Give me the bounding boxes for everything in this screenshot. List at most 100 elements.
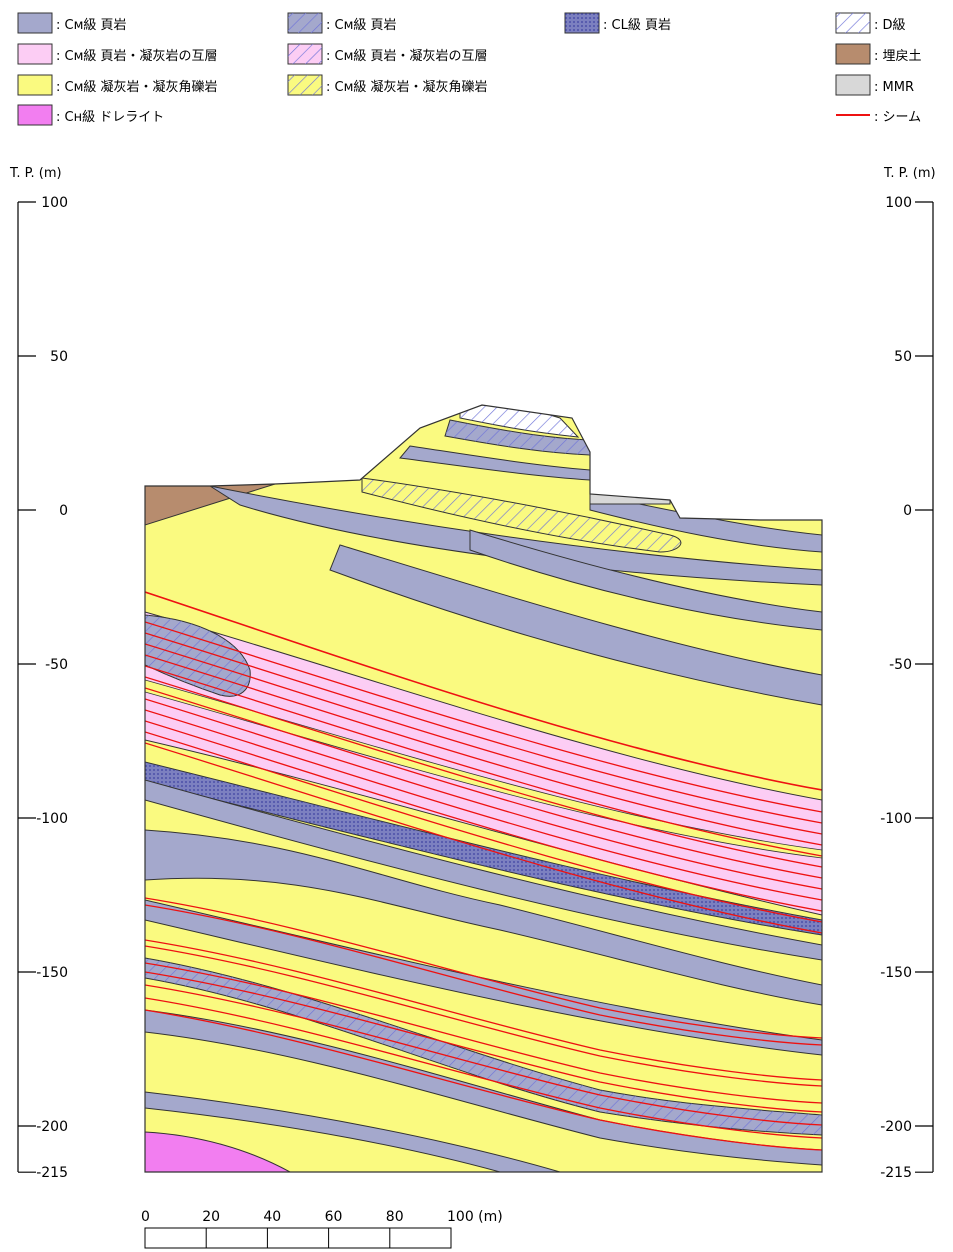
scale-tick-label: 40	[263, 1209, 281, 1225]
scale-bar-frame	[144, 1227, 452, 1249]
shale-band-2	[589, 493, 822, 553]
legend-item-cm-shale: : Cм級 頁岩	[17, 12, 127, 34]
seam-line	[145, 643, 822, 835]
axis-tick-label: -215	[36, 1165, 68, 1181]
hatched-tuff-lens	[361, 477, 682, 553]
scale-tick-label: 60	[325, 1209, 343, 1225]
axis-tick-label: -50	[889, 657, 912, 673]
axis-unit-label: T. P. (m)	[9, 166, 62, 181]
axis-tick-label: 0	[903, 503, 912, 519]
seam-line	[145, 676, 822, 868]
seam-line	[145, 971, 822, 1113]
legend-item-mmr: : MMR	[835, 74, 914, 96]
hatched-shale-lens-hatch	[145, 615, 251, 697]
swatch-hatch	[836, 13, 870, 33]
legend-item-fill-soil: : 埋戻土	[835, 43, 922, 65]
axis-tick-label: 50	[894, 349, 912, 365]
seam-group-middle	[145, 621, 822, 934]
scale-tick-label: 20	[202, 1209, 220, 1225]
legend-item-cm2-tuff-breccia: : Cм級 凝灰岩・凝灰角礫岩	[287, 74, 488, 96]
legend-label: : Cм級 頁岩	[326, 18, 397, 33]
axis-tick-label: -200	[880, 1119, 912, 1135]
axis-tick-label: 100	[41, 195, 68, 211]
swatch-mmr	[835, 74, 871, 96]
seam-line	[145, 698, 822, 890]
legend-label: : CL級 頁岩	[603, 18, 671, 33]
legend-item-cm2-shale-tuff-alt: : Cм級 頁岩・凝灰岩の互層	[287, 43, 488, 65]
swatch-hatch	[288, 13, 322, 33]
scale-dividers	[205, 1228, 391, 1248]
shale-band-mound-hatch	[445, 420, 590, 455]
seam-line	[145, 1009, 822, 1151]
legend-item-ch-dolerite: : Cн級 ドレライト	[17, 104, 164, 126]
swatch-fill-soil	[835, 43, 871, 65]
scale-labels: 0 20 40 60 80 100 (m)	[141, 1209, 503, 1225]
seam-line	[145, 897, 822, 1039]
legend: : Cм級 頁岩 : Cм級 頁岩・凝灰岩の互層 : Cм級 凝灰岩・凝灰角礫岩…	[17, 12, 922, 126]
axis-tick-label: -50	[45, 657, 68, 673]
legend-item-cm2-shale: : Cм級 頁岩	[287, 12, 397, 34]
seam-line	[145, 939, 822, 1081]
axis-tick-label: -100	[36, 811, 68, 827]
legend-label: : MMR	[874, 80, 914, 95]
seam-line	[145, 731, 822, 923]
legend-label: : Cм級 頁岩	[56, 18, 127, 33]
seam-line	[145, 997, 822, 1139]
swatch-alternation	[17, 43, 53, 65]
axis-tick-label: 50	[50, 349, 68, 365]
legend-label: : シーム	[874, 110, 921, 125]
shale-band-3	[469, 529, 822, 631]
scale-tick-label: 0	[141, 1209, 150, 1225]
scale-tick-label: 80	[386, 1209, 404, 1225]
swatch-dolerite	[17, 104, 53, 126]
d-class-cap-hatch	[460, 405, 578, 437]
axis-tick-label: -150	[880, 965, 912, 981]
shale-band-10	[145, 1091, 561, 1172]
legend-label: : Cм級 凝灰岩・凝灰角礫岩	[326, 79, 488, 95]
legend-label: : 埋戻土	[874, 49, 922, 64]
section-body	[145, 405, 822, 1172]
swatch-hatch	[288, 75, 322, 95]
shale-band-4	[329, 544, 822, 706]
seam-line-upper	[145, 591, 822, 791]
legend-item-d-class: : D級	[835, 12, 906, 34]
legend-label: : Cм級 凝灰岩・凝灰角礫岩	[56, 79, 218, 95]
legend-label: : Cм級 頁岩・凝灰岩の互層	[56, 48, 218, 64]
seam-line	[145, 945, 822, 1087]
seam-group-lower	[145, 897, 822, 1151]
legend-label: : Cн級 ドレライト	[56, 110, 164, 125]
swatch-hatch	[288, 44, 322, 64]
section-outline	[144, 404, 823, 1173]
shale-band-9	[145, 1009, 822, 1166]
swatch-tuff	[17, 74, 53, 96]
horizontal-scale-bar: 0 20 40 60 80 100 (m)	[141, 1209, 503, 1249]
axis-tick-label: 100	[885, 195, 912, 211]
seam-line	[145, 962, 822, 1104]
alternation-package	[145, 611, 822, 916]
seam-line	[145, 621, 822, 813]
legend-item-cm-shale-tuff-alt: : Cм級 頁岩・凝灰岩の互層	[17, 43, 218, 65]
seam-line	[145, 665, 822, 857]
swatch-cm-shale	[17, 12, 53, 34]
scale-tick-label: 100 (m)	[447, 1209, 503, 1225]
shale-band-1	[209, 485, 822, 586]
seam-line	[145, 687, 822, 879]
shale-band-6	[145, 829, 822, 1006]
shale-band-5	[145, 779, 822, 961]
axis-tick-label: -200	[36, 1119, 68, 1135]
legend-item-seam: : シーム	[836, 110, 921, 125]
seam-line	[145, 720, 822, 912]
legend-item-cl-shale: : CL級 頁岩	[564, 12, 671, 34]
seam-line	[145, 709, 822, 901]
seam-line	[145, 742, 822, 934]
seam-line	[145, 984, 822, 1126]
shale-band-8-hatch	[145, 958, 822, 1135]
axis-tick-label: 0	[59, 503, 68, 519]
swatch-dots	[565, 13, 599, 33]
shale-band-7	[145, 899, 822, 1056]
